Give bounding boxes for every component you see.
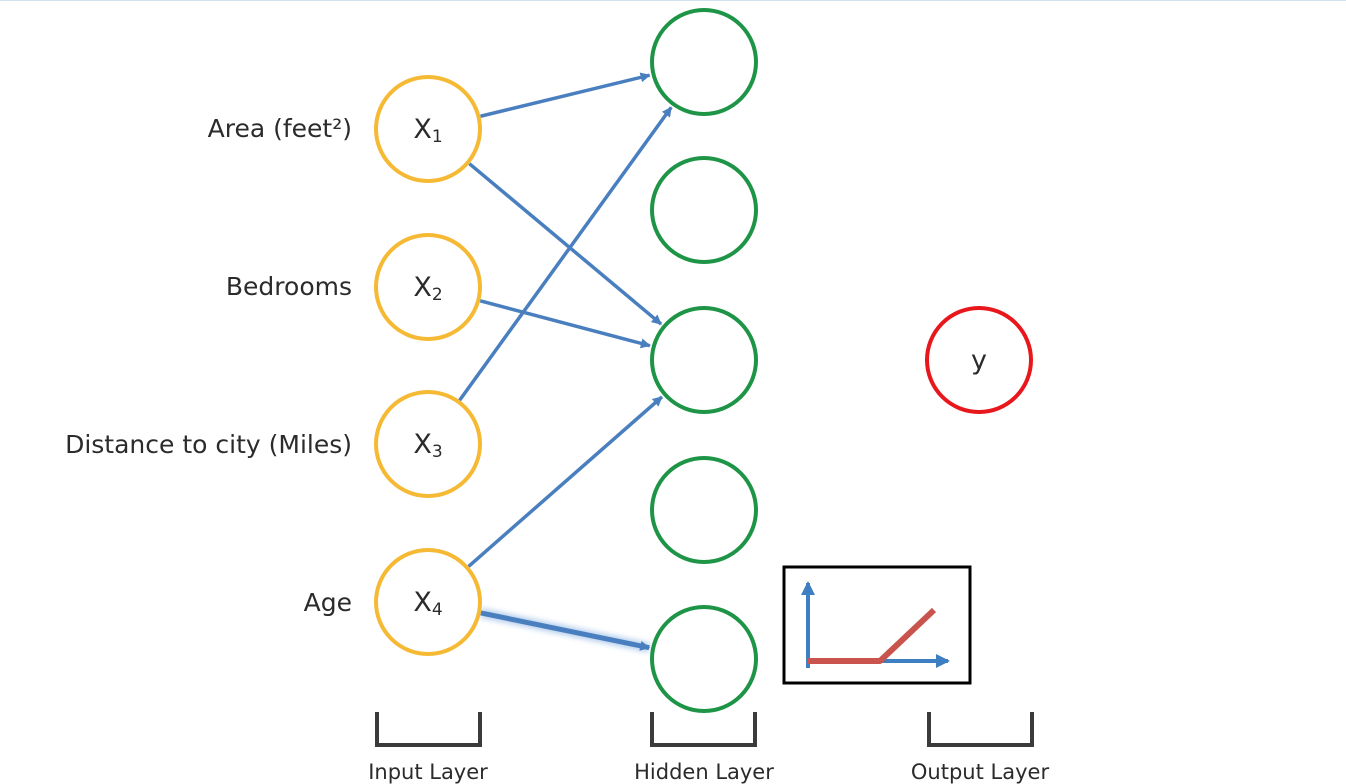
hidden-layer-label: Hidden Layer [634,760,774,784]
input-node-x3: X3 [374,390,482,498]
hidden-node-1 [650,8,758,116]
layer-brackets [375,712,1034,747]
feature-label-bedrooms: Bedrooms [226,272,352,301]
hidden-node-3 [650,306,758,414]
svg-text:X1: X1 [413,114,442,147]
input-node-letter: X [413,114,432,145]
input-node-subscript: 3 [432,442,443,462]
input-layer-label: Input Layer [368,760,488,784]
connection-arrows [458,72,673,653]
feature-label-age: Age [304,588,352,617]
activation-function-inset [782,565,972,685]
input-node-x1: X1 [374,75,482,183]
connection-arrow-x1-to-h1 [480,72,651,118]
output-layer-label: Output Layer [911,760,1050,784]
hidden-node-4 [650,456,758,564]
input-layer-nodes: X1 X2 X3 X4 [374,75,482,656]
relu-curve [807,607,937,664]
input-node-subscript: 4 [432,600,443,620]
connection-arrow-x1-to-h3 [468,162,663,326]
input-layer-bracket [375,712,482,747]
connection-arrow-x2-to-h3 [479,299,651,349]
input-node-subscript: 2 [432,285,443,305]
output-node-label: y [971,345,987,376]
feature-labels: Area (feet²) Bedrooms Distance to city (… [65,114,352,617]
svg-text:X3: X3 [413,429,442,462]
svg-text:X2: X2 [413,272,442,305]
hidden-node-2 [650,156,758,264]
layer-labels: Input Layer Hidden Layer Output Layer [368,760,1049,784]
svg-text:X4: X4 [413,587,442,620]
input-node-letter: X [413,587,432,618]
feature-label-area: Area (feet²) [208,114,352,143]
output-node: y [925,306,1033,414]
inset-frame [782,565,972,685]
input-node-letter: X [413,429,432,460]
connection-arrow-x4-to-h5 [480,610,651,651]
feature-label-distance: Distance to city (Miles) [65,430,352,459]
output-layer-bracket [927,712,1034,747]
connection-arrow-x3-to-h1 [458,106,673,402]
hidden-layer-bracket [650,712,757,747]
connection-arrow-x4-to-h3 [467,395,664,568]
input-node-x2: X2 [374,233,482,341]
input-node-letter: X [413,272,432,303]
input-node-x4: X4 [374,548,482,656]
hidden-layer-nodes [650,8,758,713]
hidden-node-5 [650,605,758,713]
input-node-subscript: 1 [432,127,443,147]
